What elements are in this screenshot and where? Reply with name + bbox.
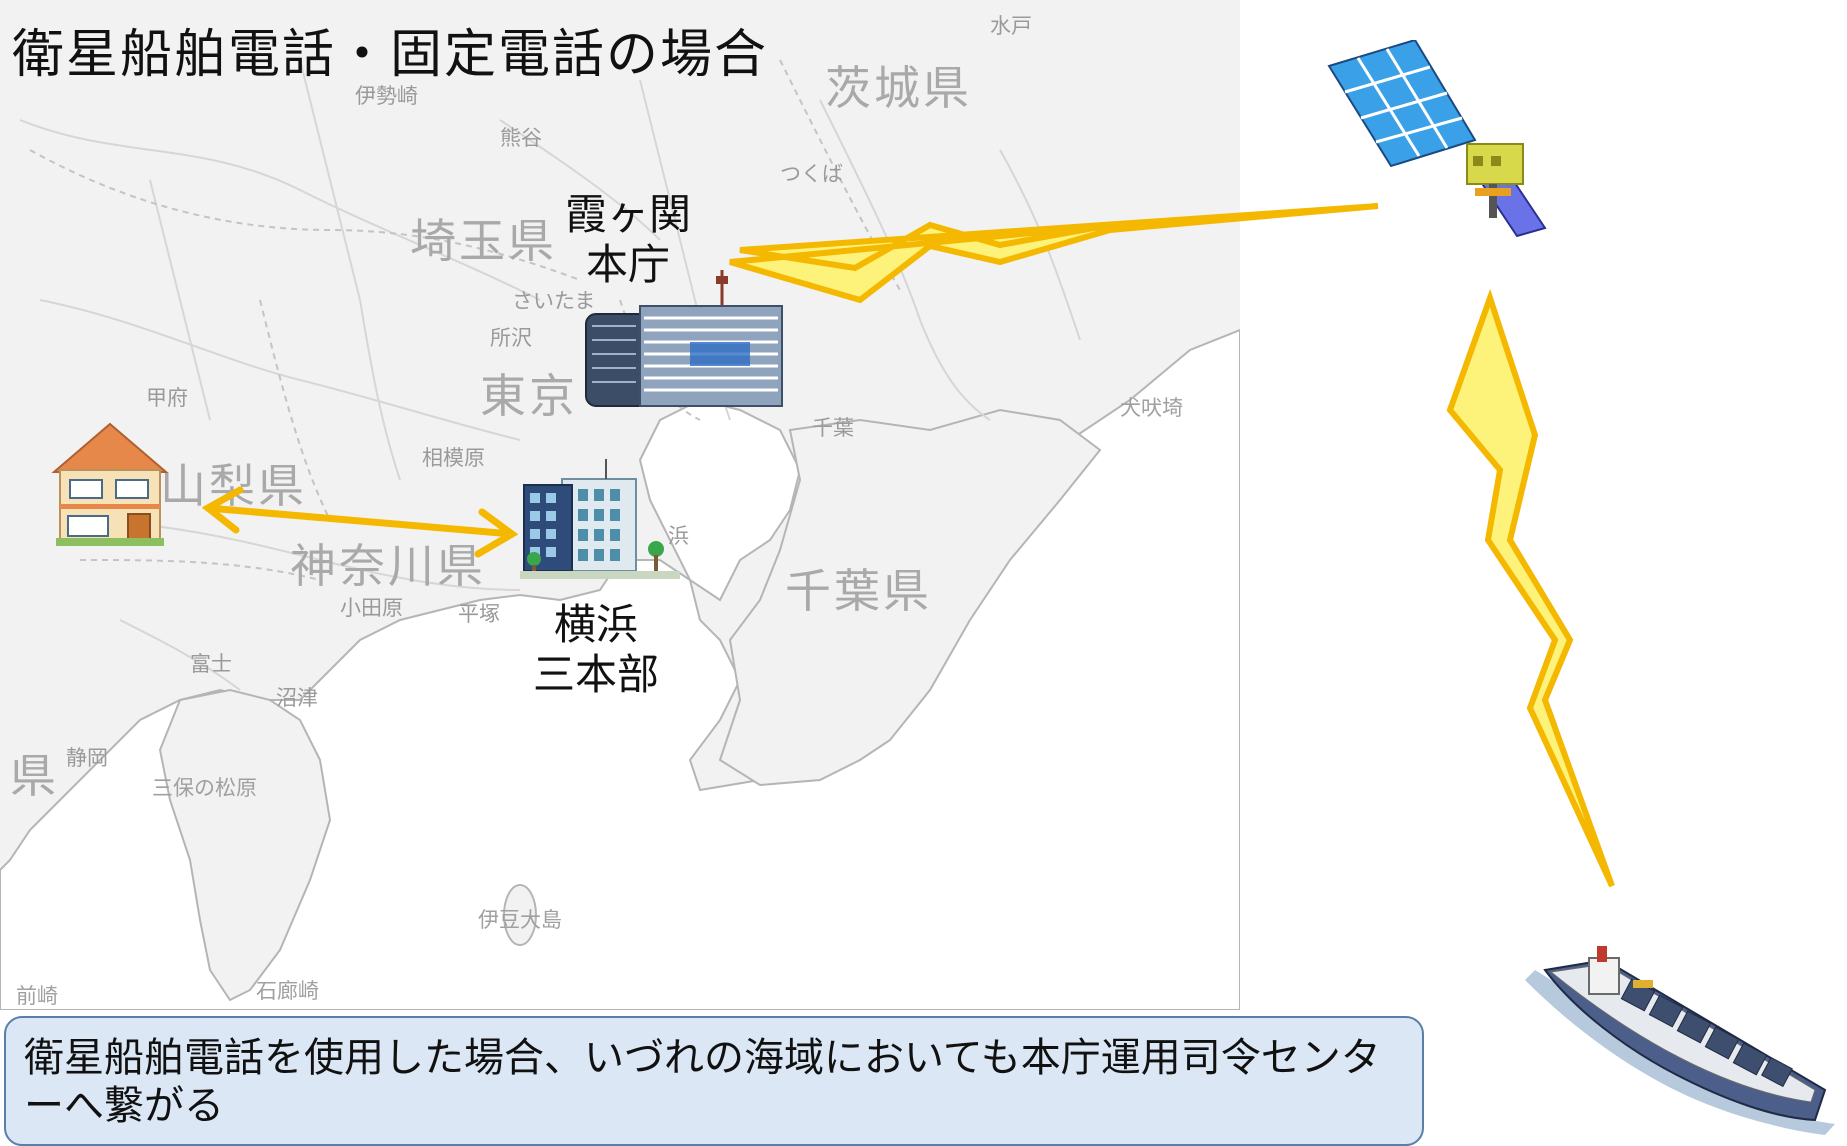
map-label-odawara: 小田原 <box>340 596 403 620</box>
map-label-kumagaya: 熊谷 <box>500 126 542 150</box>
headquarters-building-icon <box>585 270 783 407</box>
map-label-chiba-city: 千葉 <box>812 416 854 440</box>
map-label-tokorozawa: 所沢 <box>490 326 532 350</box>
map-label-kofu: 甲府 <box>146 386 188 410</box>
map-label-mito: 水戸 <box>990 14 1032 38</box>
map-label-saitama-city: さいたま <box>512 289 596 313</box>
map-label-irozaki: 石廊崎 <box>256 979 319 1003</box>
satellite-link-bolt-ship <box>1446 288 1615 888</box>
map-background <box>0 0 1240 1010</box>
map-label-chiba: 千葉県 <box>785 564 932 618</box>
map-label-shizuoka: 県 <box>10 749 59 803</box>
site-label-honcho-line1: 霞ヶ関 <box>565 190 692 239</box>
site-label-yokohama: 横浜 三本部 <box>533 600 659 700</box>
map-label-tokyo: 東京 <box>480 369 578 423</box>
map-label-inubosaki: 犬吠埼 <box>1120 396 1183 420</box>
caption-box: 衛星船舶電話を使用した場合、いづれの海域においても本庁運用司令センターへ繋がる <box>4 1016 1424 1146</box>
house-icon <box>51 422 169 546</box>
izu-peninsula <box>158 688 332 1002</box>
map-label-miho: 三保の松原 <box>152 776 257 800</box>
map-label-omaezaki: 前崎 <box>16 984 58 1008</box>
izu-oshima-island <box>503 884 537 946</box>
map-label-tsukuba: つくば <box>780 162 843 186</box>
map-label-hiratsuka: 平塚 <box>458 602 500 626</box>
map-label-numazu: 沼津 <box>276 686 318 710</box>
map-label-fuji: 富士 <box>190 652 232 676</box>
map-label-izu-oshima: 伊豆大島 <box>478 908 562 932</box>
tokyo-bay <box>638 398 802 602</box>
map-label-kanagawa: 神奈川県 <box>290 539 486 593</box>
map-label-ibaraki: 茨城県 <box>825 61 972 115</box>
site-label-honcho-line2: 本庁 <box>586 240 671 289</box>
map-label-sagamihara: 相模原 <box>422 446 485 470</box>
site-label-yokohama-line2: 三本部 <box>533 650 660 699</box>
page-title: 衛星船舶電話・固定電話の場合 <box>12 25 769 85</box>
caption-text: 衛星船舶電話を使用した場合、いづれの海域においても本庁運用司令センターへ繋がる <box>24 1035 1381 1129</box>
satellite-icon <box>1327 40 1547 238</box>
map-label-saitama: 埼玉県 <box>410 214 557 268</box>
map-label-yamanashi: 山梨県 <box>160 459 307 513</box>
map-label-isesaki: 伊勢崎 <box>355 84 418 108</box>
map-label-shizuoka-city: 静岡 <box>66 746 108 770</box>
site-label-yokohama-line1: 横浜 <box>554 600 639 649</box>
site-label-honcho: 霞ヶ関 本庁 <box>565 190 691 290</box>
container-ship-icon <box>1525 946 1835 1135</box>
map-label-yokohama-map: 浜 <box>668 524 689 548</box>
boso-peninsula <box>718 408 1102 787</box>
office-building-icon <box>520 459 680 579</box>
